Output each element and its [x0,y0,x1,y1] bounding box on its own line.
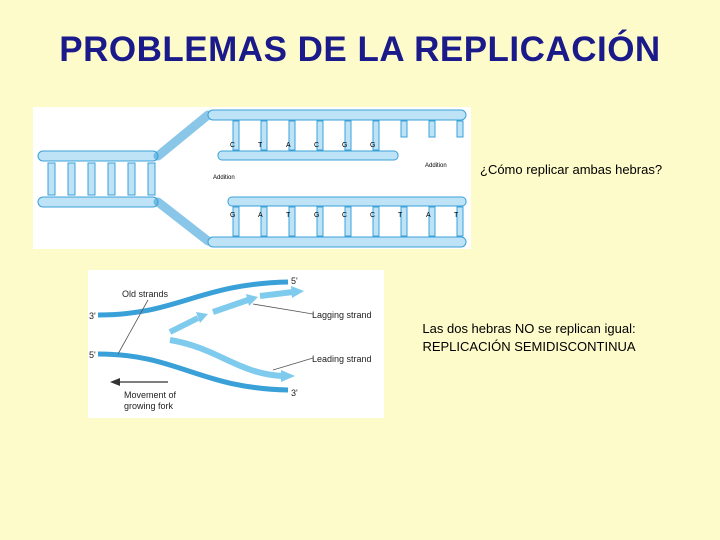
right-3prime-label: 3' [291,388,298,398]
bottom-base-2: A [258,212,263,219]
leading-strand-arrowhead [281,370,295,382]
note-line-2: REPLICACIÓN SEMIDISCONTINUA [422,339,636,354]
left-3prime-label: 3' [89,311,96,321]
upper-fork-arm [153,110,213,161]
lower-template-backbone [207,236,467,248]
lagging-fragments [168,286,304,335]
semidiscontinuous-note: Las dos hebras NO se replican igual: REP… [394,320,664,356]
old-strand-top [97,279,289,318]
lagging-pointer [252,303,314,315]
movement-label-line2: growing fork [124,401,174,411]
top-base-3: A [286,142,291,149]
top-base-4: C [314,142,319,149]
page-title: PROBLEMAS DE LA REPLICACIÓN [59,30,661,69]
lower-base-pairs [232,206,464,237]
old-strands-label: Old strands [122,289,169,299]
addition-label-bottom: Addition [213,175,235,181]
replication-question: ¿Cómo replicar ambas hebras? [480,162,663,177]
bottom-base-9: T [454,212,459,219]
bottom-base-7: T [398,212,403,219]
parent-top-backbone [37,150,159,162]
upper-new-backbone [217,150,399,161]
upper-template-backbone [207,109,467,121]
bottom-base-4: G [314,212,319,219]
bottom-base-5: C [342,212,347,219]
right-5prime-label: 5' [291,276,298,286]
leading-pointer [272,357,314,371]
top-base-5: G [342,142,347,149]
note-line-1: Las dos hebras NO se replican igual: [422,321,636,336]
parent-base-pairs [47,162,156,196]
replication-fork-molecular-diagram: C T A C G G Addition G A T G C C T A T A… [33,107,471,249]
lower-fork-arm [153,197,213,246]
leading-lagging-diagram: Old strands Lagging strand Leading stran… [88,270,384,418]
leading-strand-line [169,337,284,379]
top-base-1: C [230,142,235,149]
fork-movement-arrowhead [110,378,120,386]
left-5prime-label: 5' [89,350,96,360]
strand-schematic-svg: Old strands Lagging strand Leading stran… [89,276,372,411]
top-base-2: T [258,142,263,149]
movement-label-line1: Movement of [124,390,177,400]
leading-strand-label: Leading strand [312,354,372,364]
bottom-base-8: A [426,212,431,219]
bottom-base-3: T [286,212,291,219]
upper-base-pairs [232,120,464,151]
old-strand-bottom [97,351,289,393]
molecular-fork-svg: C T A C G G Addition G A T G C C T A T A… [37,109,467,248]
old-strands-pointer [117,299,149,355]
bottom-base-6: C [370,212,375,219]
bottom-base-1: G [230,212,235,219]
lagging-strand-label: Lagging strand [312,310,372,320]
top-base-6: G [370,142,375,149]
parent-bottom-backbone [37,196,159,208]
lower-new-backbone [227,196,467,207]
addition-label-top: Addition [425,163,447,169]
